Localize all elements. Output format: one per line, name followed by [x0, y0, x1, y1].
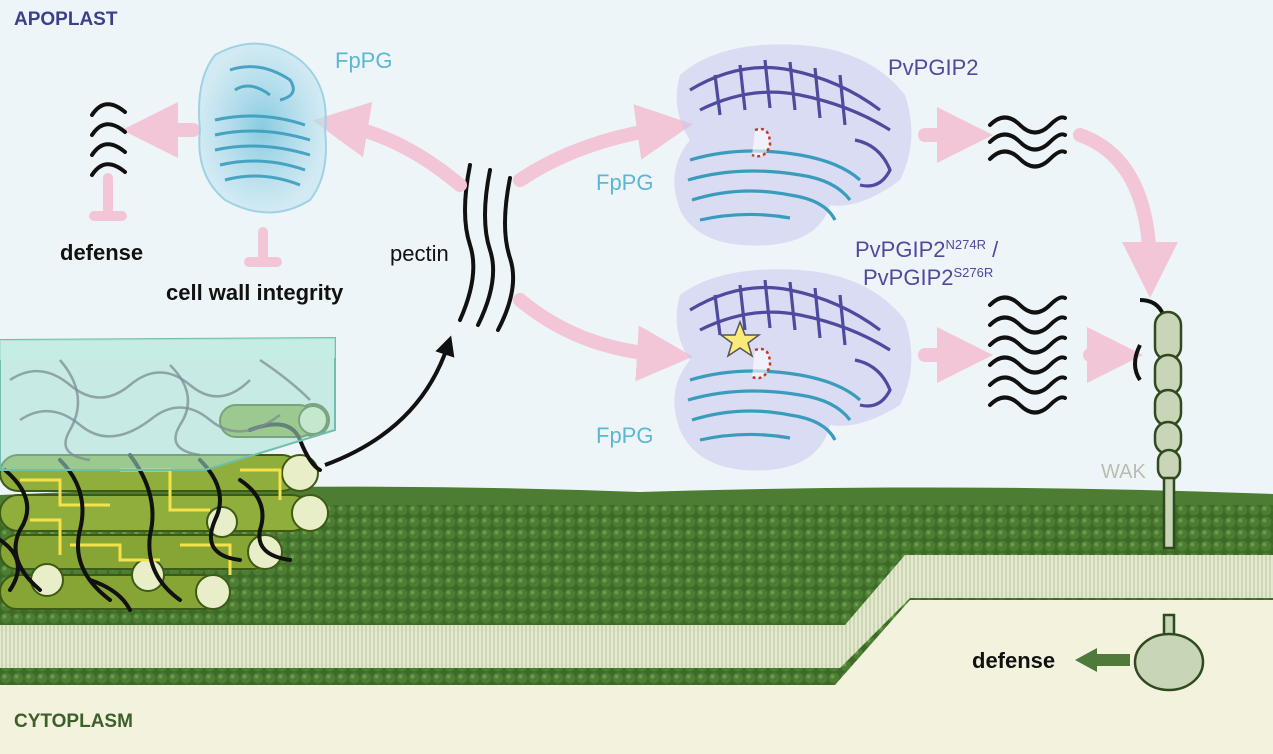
arrow-pectin-to-fppg [312, 101, 467, 192]
pectin-strands [0, 422, 322, 612]
middle-lamella-layer [0, 336, 336, 471]
fppg-label-bottom: FpPG [596, 423, 654, 448]
mutant-line2-base: PvPGIP2 [863, 265, 954, 290]
cell-wall-block [0, 336, 336, 612]
wak-receptor [1133, 298, 1205, 692]
fppg-protein [198, 42, 327, 214]
arrow-pectin-to-mutant-complex [513, 293, 693, 382]
mutant-line1-base: PvPGIP2 [855, 237, 946, 262]
pink-arrows [122, 101, 1178, 383]
mutant-line1-sup: N274R [945, 237, 986, 252]
inhibition-bars [89, 173, 282, 267]
pgip-fppg-complex [674, 44, 912, 246]
defense-arrow-head [1075, 648, 1097, 672]
mutant-label-line1: PvPGIP2N274R / [855, 238, 998, 261]
mutant-line1-suffix: / [985, 237, 999, 262]
mutant-line2-sup: S276R [953, 265, 994, 280]
defense-label-left: defense [60, 240, 144, 265]
cytoplasm-background [0, 600, 1273, 754]
pectin-icon [458, 163, 516, 332]
pectin-release-arrow [324, 335, 455, 467]
arrow-oligos-top-to-wak [1073, 128, 1178, 298]
wak-label: WAK [1101, 461, 1146, 483]
fppg-label-mid: FpPG [596, 170, 654, 195]
mutation-star-icon [718, 319, 762, 358]
mutant-label-line2: PvPGIP2S276R [863, 266, 993, 289]
defense-label-right: defense [972, 648, 1056, 673]
oligos-long [988, 295, 1067, 415]
cell-wall-integrity-label: cell wall integrity [166, 280, 344, 305]
pectin-label: pectin [390, 241, 449, 266]
oligogalacturonide-chevrons [90, 102, 127, 177]
mutant-pgip-fppg-complex [674, 269, 912, 471]
fppg-label-top: FpPG [335, 48, 393, 73]
cytoplasm-label: CYTOPLASM [14, 711, 133, 732]
arrow-pectin-to-complex [513, 104, 693, 187]
oligos-short [988, 115, 1067, 169]
plasma-membrane [0, 486, 1273, 685]
pvpgip2-label: PvPGIP2 [888, 55, 979, 80]
apoplast-label: APOPLAST [14, 9, 118, 30]
